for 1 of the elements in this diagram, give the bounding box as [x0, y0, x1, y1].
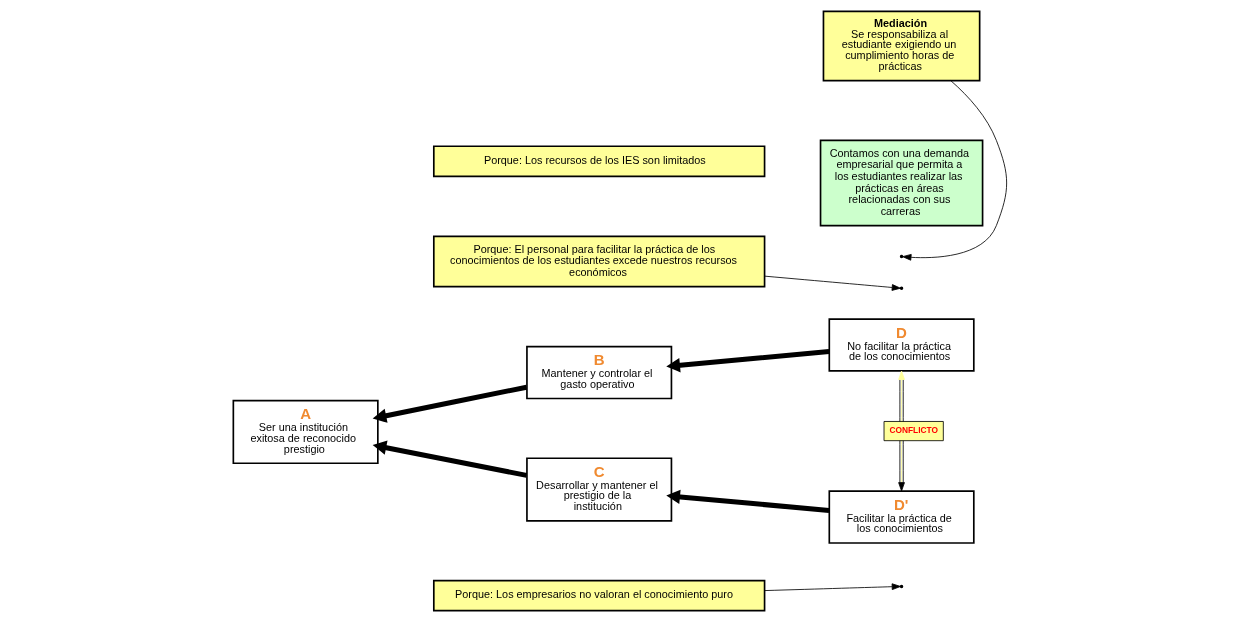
edge-label: CONFLICTO — [889, 424, 938, 435]
